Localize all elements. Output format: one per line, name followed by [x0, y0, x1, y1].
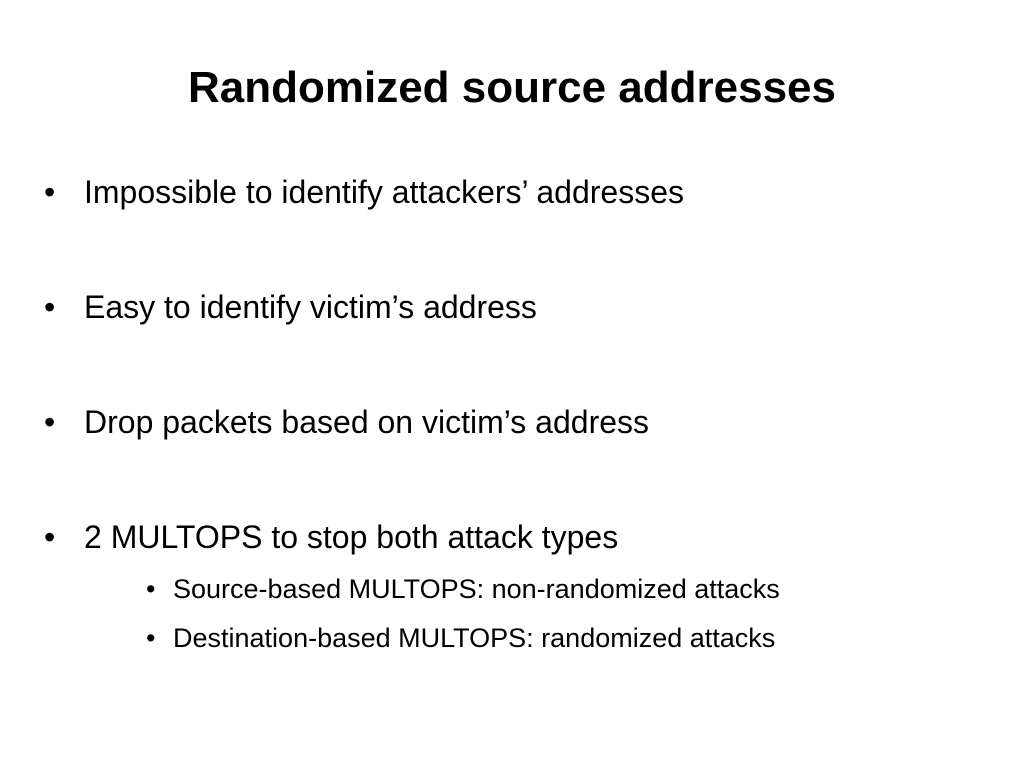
bullet-dot-icon: • [44, 174, 56, 210]
bullet-text: Impossible to identify attackers’ addres… [84, 174, 684, 210]
sub-bullet-dot-icon: • [146, 574, 156, 604]
bullet-dot-icon: • [44, 519, 56, 555]
slide-title: Randomized source addresses [187, 63, 836, 112]
bullet-dot-icon: • [44, 289, 56, 325]
sub-bullet-dot-icon: • [146, 623, 156, 653]
sub-bullet-text: Source-based MULTOPS: non-randomized att… [173, 574, 780, 604]
bullet-text: 2 MULTOPS to stop both attack types [84, 519, 619, 555]
bullet-dot-icon: • [44, 404, 56, 440]
bullet-text: Easy to identify victim’s address [84, 289, 537, 325]
bullet-text: Drop packets based on victim’s address [84, 404, 650, 440]
sub-bullet-text: Destination-based MULTOPS: randomized at… [173, 623, 776, 653]
